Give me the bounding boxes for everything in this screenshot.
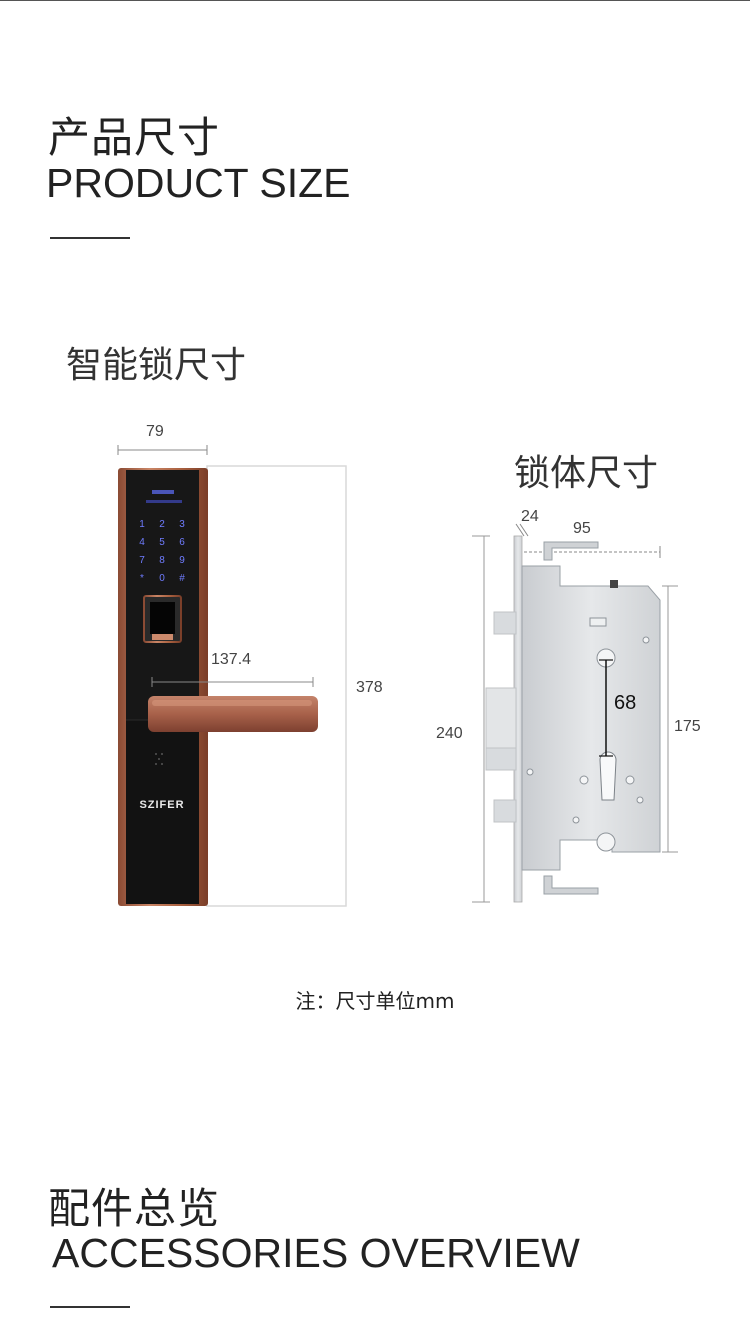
section-title-en: PRODUCT SIZE	[46, 160, 351, 206]
faceplate-label: 24	[521, 508, 539, 525]
keypad-key: 9	[179, 555, 185, 566]
keypad-key: 3	[179, 519, 185, 530]
lever-handle	[148, 696, 318, 732]
section2-title-cn: 配件总览	[48, 1184, 221, 1233]
brand-logo: SZIFER	[139, 799, 184, 811]
keypad-key: 6	[179, 537, 185, 548]
section2-divider	[50, 1306, 130, 1308]
width-label: 79	[146, 423, 164, 440]
keypad-key: 4	[139, 537, 145, 548]
smart-lock-panel	[118, 468, 208, 906]
keypad-key: *	[140, 573, 144, 584]
height-label: 378	[356, 679, 383, 696]
keypad-key: 8	[159, 555, 165, 566]
keypad-key: 5	[159, 537, 165, 548]
lock-body-height-label: 240	[436, 725, 463, 742]
backset-label: 95	[573, 520, 591, 537]
keypad-key: 2	[159, 519, 165, 530]
door-outline	[206, 465, 347, 907]
top-border	[0, 0, 750, 1]
lock-body	[472, 523, 678, 903]
case-height-label: 175	[674, 718, 701, 735]
keypad-key: 7	[139, 555, 145, 566]
keypad-key: 0	[159, 573, 165, 584]
unit-note: 注：尺寸单位mm	[295, 989, 455, 1013]
section2-title-en: ACCESSORIES OVERVIEW	[52, 1230, 580, 1276]
section-title-cn: 产品尺寸	[48, 113, 221, 162]
keypad-key: 1	[139, 519, 145, 530]
section-divider	[50, 237, 130, 239]
center-distance-label: 68	[614, 692, 637, 714]
lock-body-title: 锁体尺寸	[514, 453, 659, 494]
keypad-key: #	[179, 573, 185, 584]
handle-length-label: 137.4	[211, 651, 252, 668]
width-dimension-line	[117, 445, 208, 455]
smart-lock-title: 智能锁尺寸	[66, 345, 247, 386]
keypad: 1 2 3 4 5 6 7 8 9 * 0 #	[139, 519, 185, 584]
